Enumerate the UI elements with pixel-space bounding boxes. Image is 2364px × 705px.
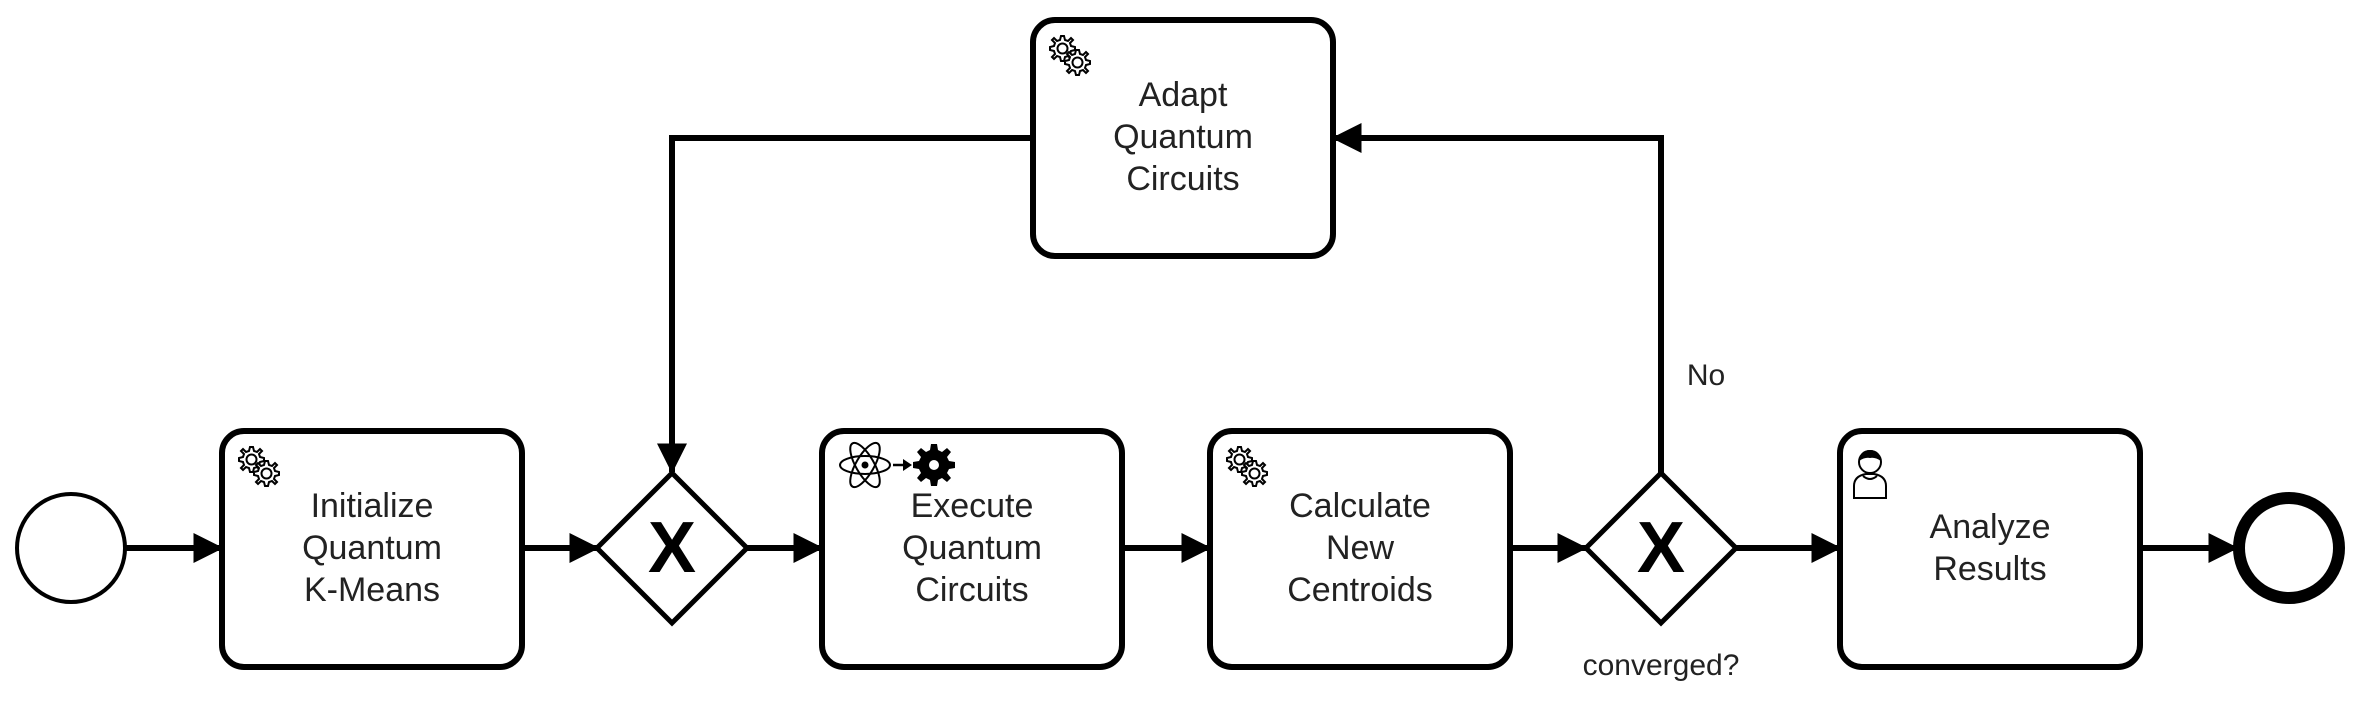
task-execute[interactable]: Execute Quantum Circuits — [819, 428, 1125, 670]
user-task-icon — [1853, 450, 1887, 499]
task-label-line: Quantum — [902, 529, 1042, 567]
task-analyze[interactable]: Analyze Results — [1837, 428, 2143, 670]
flow-label-no: No — [1687, 359, 1725, 392]
sequence-flows — [126, 123, 2239, 563]
task-calculate[interactable]: Calculate New Centroids — [1207, 428, 1513, 670]
arrow-icon — [903, 459, 912, 471]
task-label-line: Adapt — [1139, 76, 1228, 114]
quantum-execution-icon — [839, 441, 955, 489]
exclusive-split-gateway[interactable]: X — [1582, 469, 1740, 627]
gateway-marker: X — [1637, 508, 1685, 588]
task-label-line: Calculate — [1289, 487, 1431, 525]
task-label-line: K-Means — [304, 571, 440, 609]
task-label-line: Initialize — [311, 487, 434, 525]
task-label-line: Execute — [911, 487, 1034, 525]
gear-icon — [913, 444, 955, 486]
atom-icon — [839, 441, 891, 489]
task-label-line: Circuits — [1126, 160, 1239, 198]
task-initialize[interactable]: Initialize Quantum K-Means — [219, 428, 525, 670]
flow-adapt-to-merge[interactable] — [657, 135, 1033, 474]
flow-split-to-adapt[interactable] — [1331, 123, 1664, 473]
task-label-line: Results — [1933, 550, 2046, 588]
gateway-condition-label: converged? — [1583, 649, 1740, 682]
exclusive-merge-gateway[interactable]: X — [593, 469, 751, 627]
start-event[interactable] — [15, 492, 127, 604]
task-adapt[interactable]: Adapt Quantum Circuits — [1030, 17, 1336, 259]
task-label-line: Quantum — [1113, 118, 1253, 156]
task-label-line: Centroids — [1287, 571, 1433, 609]
task-label-line: Circuits — [915, 571, 1028, 609]
end-event[interactable] — [2233, 492, 2345, 604]
task-label-line: Quantum — [302, 529, 442, 567]
gateway-marker: X — [648, 508, 696, 588]
task-label-line: New — [1326, 529, 1394, 567]
task-label-line: Analyze — [1930, 508, 2051, 546]
